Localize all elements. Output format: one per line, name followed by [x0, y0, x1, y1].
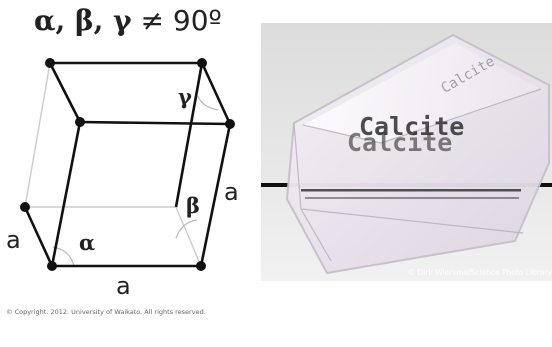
label-beta: β: [186, 193, 200, 218]
photo-credit: © Dirk Wiersma/Science Photo Library: [407, 268, 552, 277]
black-line-refracted: [301, 189, 521, 192]
hidden-edges: [24, 62, 202, 267]
vertex: [225, 119, 235, 129]
label-alpha: α: [79, 230, 95, 255]
label-a-right: a: [224, 178, 239, 206]
edge-front-right: [199, 123, 232, 267]
label-a-left: a: [6, 226, 21, 254]
hidden-edge-back-vertical: [24, 62, 51, 208]
beta-arc: [175, 219, 198, 239]
calcite-crystal-illustration: Calcite Calcite Calcite: [261, 23, 552, 281]
vertex: [75, 117, 85, 127]
copyright-notice: © Copyright. 2012. University of Waikato…: [6, 308, 206, 316]
crystal-text-bottom: Calcite: [347, 128, 452, 157]
calcite-photo: Calcite Calcite Calcite © Dirk Wiersma/S…: [261, 23, 552, 281]
edge-top-right: [200, 62, 232, 125]
gamma-arc: [197, 95, 219, 111]
vertex: [197, 58, 207, 68]
visible-edges: [23, 61, 232, 268]
black-line-refracted-second: [305, 197, 519, 199]
crystal-top-face: [303, 43, 541, 143]
angle-inequality: ≠ 90º: [131, 4, 222, 37]
edge-top-front: [79, 120, 231, 126]
edge-top-left: [48, 62, 82, 123]
vertices: [20, 58, 235, 271]
hidden-edge-back-diagonal: [175, 206, 202, 267]
vertex: [196, 261, 206, 271]
crystal-inner-edges: [293, 88, 542, 262]
rhombohedral-unit-cell-diagram: a a a α β γ: [6, 58, 239, 300]
label-gamma: γ: [178, 84, 192, 109]
edge-left-diagonal: [23, 206, 54, 267]
label-a-bottom: a: [116, 272, 131, 300]
vertex: [20, 202, 30, 212]
edge-right-back-vertical: [174, 62, 204, 208]
vertex: [45, 58, 55, 68]
diagram-title: α, β, γ ≠ 90º: [34, 4, 222, 37]
vertex: [47, 261, 57, 271]
crystal-text-top: Calcite: [359, 112, 464, 141]
angles-symbols: α, β, γ: [34, 4, 132, 37]
edge-front-left: [50, 121, 82, 267]
